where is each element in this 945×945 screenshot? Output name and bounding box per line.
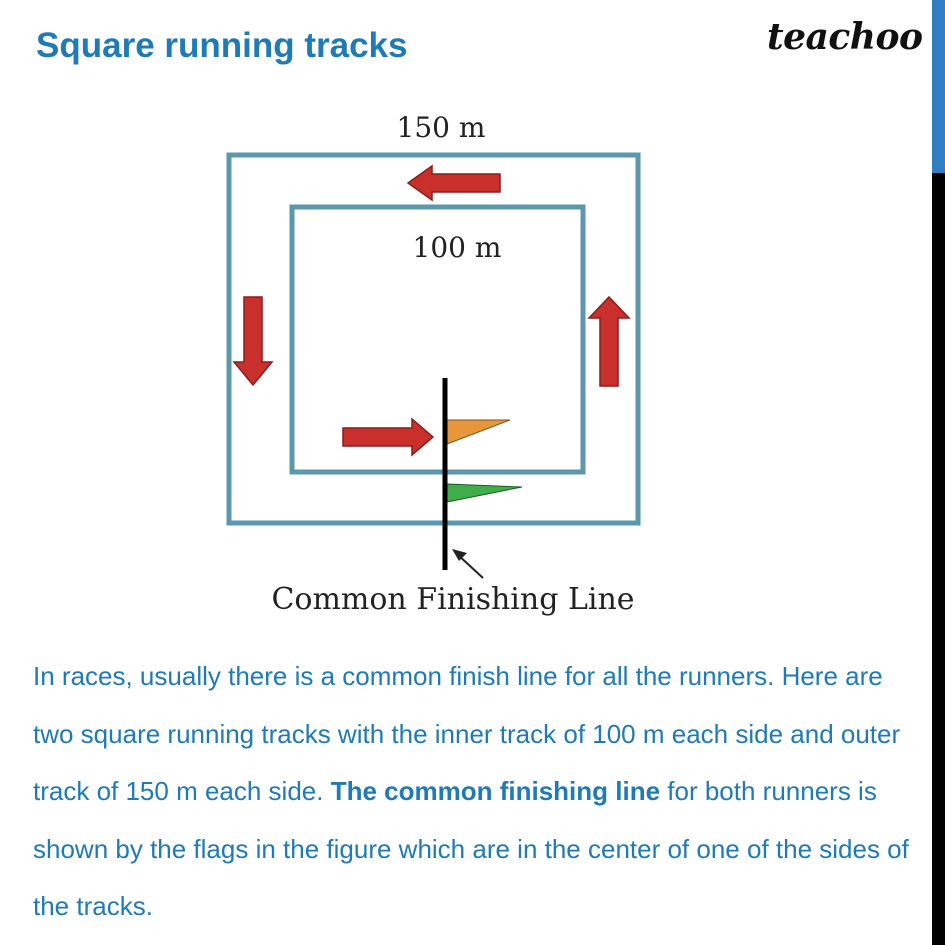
inner-track-label: 100 m bbox=[413, 231, 502, 264]
arrow-up-icon bbox=[587, 295, 631, 387]
paragraph-part-2: for both runners is shown by the flags i… bbox=[33, 776, 909, 922]
orange-flag-icon bbox=[446, 419, 511, 445]
green-flag-icon bbox=[446, 483, 523, 503]
pointer-arrow-icon bbox=[452, 549, 484, 579]
finish-line-label: Common Finishing Line bbox=[271, 582, 634, 617]
arrow-right-icon bbox=[342, 417, 435, 457]
inner-track bbox=[289, 204, 586, 475]
teachoo-logo: teachoo bbox=[767, 16, 923, 58]
arrow-left-icon bbox=[406, 164, 501, 202]
paragraph-part-1: In races, usually there is a common fini… bbox=[33, 661, 901, 807]
paragraph-bold: The common finishing line bbox=[330, 776, 661, 807]
outer-track bbox=[226, 152, 641, 526]
arrow-down-icon bbox=[232, 296, 274, 387]
scrollbar-track[interactable] bbox=[932, 0, 945, 945]
description-paragraph: In races, usually there is a common fini… bbox=[33, 648, 928, 936]
outer-track-label: 150 m bbox=[397, 111, 486, 144]
scrollbar-thumb[interactable] bbox=[932, 0, 945, 173]
running-tracks-diagram: 150 m 100 m Common Finishing Line bbox=[226, 111, 641, 617]
page-title: Square running tracks bbox=[36, 26, 408, 65]
